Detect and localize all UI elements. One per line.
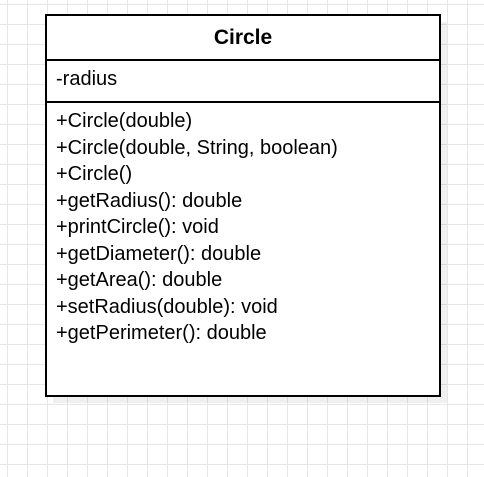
method-item: +Circle() xyxy=(56,163,133,185)
method-item: +getDiameter(): double xyxy=(56,242,262,265)
method-item: +printCircle(): void xyxy=(56,216,219,238)
method-item: +getArea(): double xyxy=(56,269,223,291)
class-name-header: Circle xyxy=(47,16,439,61)
method-item: +getPerimeter(): double xyxy=(56,322,267,344)
method-item: +getRadius(): double xyxy=(56,189,243,212)
method-item: +Circle(double) xyxy=(56,110,193,132)
uml-class-box[interactable]: Circle -radius +Circle(double) +Circle(d… xyxy=(45,14,441,397)
attribute-item: -radius xyxy=(56,68,118,90)
method-item: +Circle(double, String, boolean) xyxy=(56,136,338,159)
methods-compartment: +Circle(double) +Circle(double, String, … xyxy=(47,103,439,347)
attributes-compartment: -radius xyxy=(47,61,439,103)
method-item: +setRadius(double): void xyxy=(56,295,278,318)
